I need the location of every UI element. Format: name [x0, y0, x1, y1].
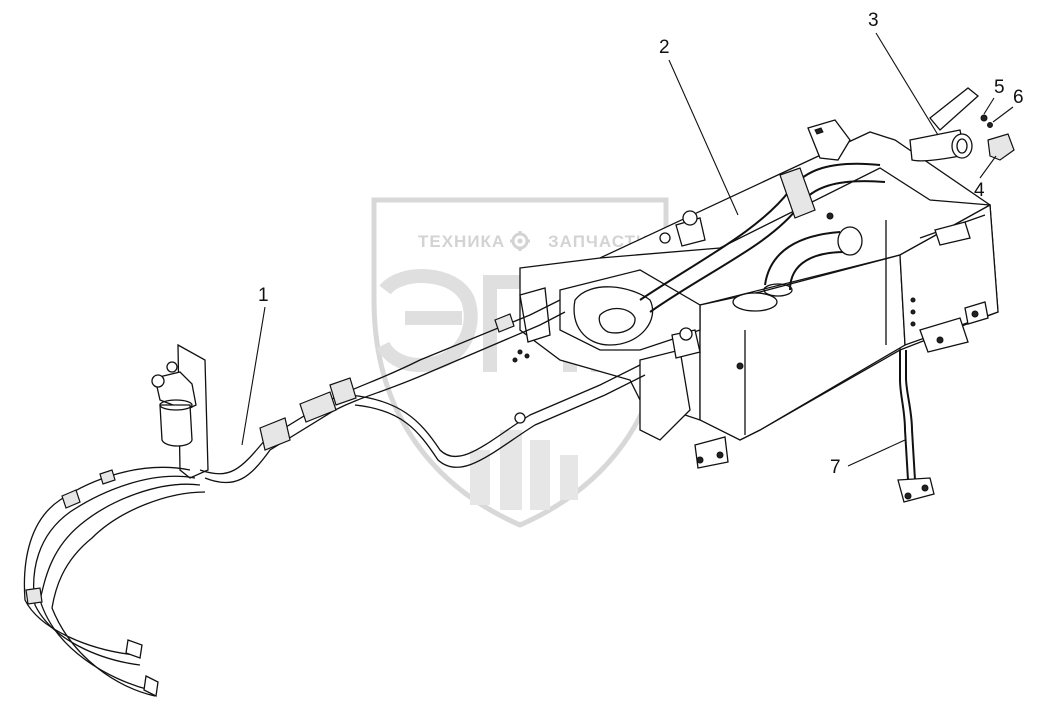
gear-icon: [510, 231, 530, 251]
callout-label-7: 7: [830, 457, 841, 478]
filler-parts: [909, 87, 1015, 162]
bolt-part-6: [987, 122, 993, 128]
callout-7: 7: [830, 439, 906, 478]
drain-hose-assembly: [885, 220, 935, 503]
callout-5: 5: [983, 77, 1005, 115]
watermark-buildings: [470, 430, 578, 510]
callout-label-5: 5: [994, 77, 1005, 98]
callout-1: 1: [241, 285, 269, 446]
callout-6: 6: [992, 87, 1024, 123]
watermark-left-word: ТЕХНИКА: [418, 232, 505, 251]
washer-part-5: [980, 114, 988, 122]
callout-label-6: 6: [1013, 87, 1024, 108]
callout-4: 4: [974, 155, 997, 201]
callout-label-2: 2: [659, 37, 670, 58]
callout-label-1: 1: [258, 285, 269, 306]
filler-cap-part-4: [987, 133, 1015, 161]
callout-label-4: 4: [974, 180, 985, 201]
callout-3: 3: [868, 10, 939, 136]
fuel-tank-assembly: [512, 119, 999, 469]
callout-2: 2: [659, 37, 739, 216]
fuel-lines: [23, 299, 646, 697]
mount-bolts: [512, 212, 979, 464]
watermark-right-word: ЗАПЧАСТИ: [548, 232, 649, 251]
fuel-filter-assembly: [151, 343, 209, 479]
callout-label-3: 3: [868, 10, 879, 31]
